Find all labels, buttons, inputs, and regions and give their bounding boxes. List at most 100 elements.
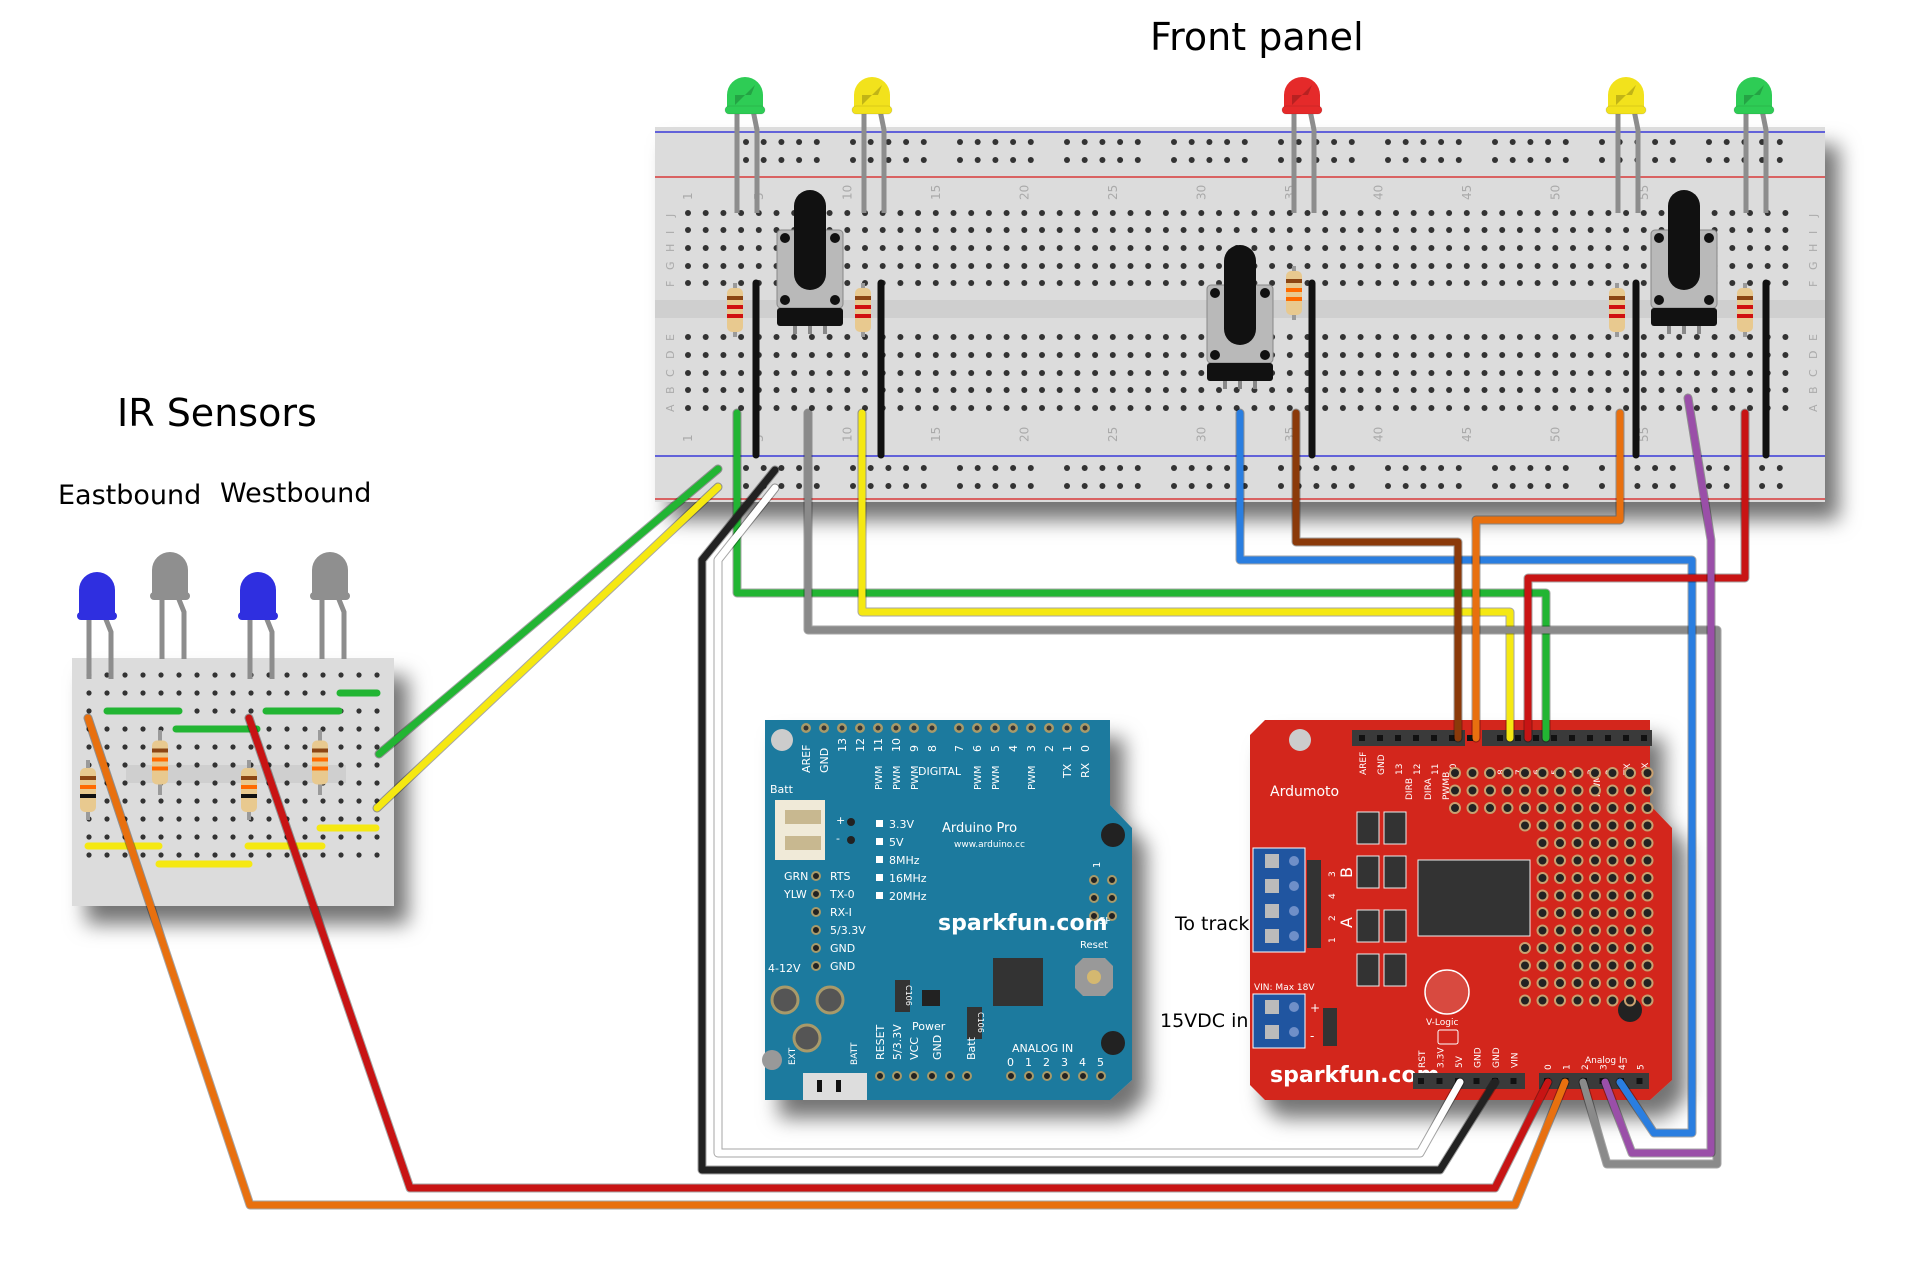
led-body [312,552,348,597]
ir-detector-west [310,552,350,659]
breadboard-hole [985,370,992,376]
breadboard-hole [1499,387,1506,393]
led-die [1744,85,1764,105]
ir-sensors-title: IR Sensors [117,391,317,435]
terminal-screw [1289,931,1299,941]
breadboard-hole [1516,352,1523,358]
ir-board-hole [338,798,344,804]
breadboard-hole [1747,245,1753,251]
proto-hole [1606,959,1619,972]
breadboard-hole [1127,387,1134,393]
breadboard-hole [738,334,745,340]
breadboard-hole [968,210,975,216]
breadboard-hole [720,387,727,393]
column-number: 45 [1460,185,1474,200]
pin-label-5: 5 [989,745,1002,752]
breadboard-hole [1570,280,1576,286]
breadboard-hole [1357,245,1364,251]
breadboard-hole [1729,227,1736,233]
rail-hole [1027,139,1034,145]
breadboard-hole [1039,210,1045,216]
resistor-body [1609,288,1625,332]
breadboard-hole [1127,405,1134,411]
terminal-screw [1289,1002,1299,1012]
terminal-screw [1289,881,1299,891]
rail-hole [1188,157,1195,163]
breadboard-hole [1003,334,1010,340]
power-pin [1510,1078,1517,1084]
breadboard-hole [844,405,851,411]
breadboard-hole [1269,405,1276,411]
arduino-url: www.arduino.cc [954,840,1025,850]
vin-label: VIN: Max 18V [1254,983,1315,993]
rail-hole [1241,139,1248,145]
proto-hole [1536,959,1549,972]
header-pin-hole [974,725,980,731]
analog-pin-label: 5 [1637,1064,1647,1070]
proto-hole [1466,767,1479,779]
ir-board-hole [140,816,146,822]
ir-board-hole [374,708,380,714]
breadboard-hole [738,370,745,376]
ir-board-hole [194,834,200,840]
header-pin-hole [839,725,845,731]
header-pin-hole [1010,725,1016,731]
rail-hole [1171,157,1177,163]
reset-button-cap [1087,970,1101,984]
header-pin [1515,735,1521,741]
power-switch [803,1073,867,1100]
breadboard-hole [1693,352,1700,358]
breadboard-hole [1322,370,1329,376]
breadboard-hole [1339,263,1346,269]
breadboard-hole [1605,280,1612,286]
wire-black-gnd [698,466,1499,1174]
breadboard-hole [932,280,939,286]
breadboard-hole [1676,352,1683,358]
rail-hole [1599,139,1605,145]
breadboard-hole [1623,210,1630,216]
breadboard-hole [1640,334,1647,340]
breadboard-hole [1534,352,1541,358]
switch-slot [836,1080,841,1092]
mount-hole [1618,998,1642,1022]
power-pin-label: 5V [1455,1055,1465,1068]
row-label: D [1807,351,1820,359]
ir-board-hole [104,834,110,840]
proto-hole [1536,994,1549,1007]
terminal-screw [1289,856,1299,866]
breadboard-hole [1180,387,1187,393]
rail-hole [850,465,856,471]
breadboard-hole [985,210,992,216]
ir-board-hole [302,672,308,678]
breadboard-hole [1393,280,1399,286]
ir-board-hole [374,780,380,786]
proto-hole [1571,872,1584,884]
driver-pad [1356,811,1380,845]
rail-hole [903,483,910,489]
ir-board-hole [356,708,362,714]
resistor-band [152,757,168,762]
header-pin [1641,735,1647,741]
breadboard-hole [1216,387,1222,393]
ir-board-hole [212,762,218,768]
proto-hole [1641,819,1654,832]
breadboard-hole [702,352,709,358]
breadboard-hole [1109,245,1116,251]
ir-board-hole [140,726,146,732]
breadboard-hole [1233,405,1240,411]
breadboard-hole [1782,334,1789,340]
breadboard-hole [1180,227,1187,233]
column-number: 10 [840,427,854,442]
breadboard-hole [1056,352,1063,358]
ir-board-hole [194,852,200,858]
resistor-band [1286,288,1302,292]
breadboard-hole [1428,280,1435,286]
rail-hole [885,139,892,145]
breadboard-hole [1145,405,1152,411]
breadboard-hole [1375,352,1382,358]
breadboard-hole [1534,245,1541,251]
led-body [854,77,890,110]
breadboard-hole [1747,352,1753,358]
breadboard-hole [1481,280,1488,286]
pwm-label: PWM [991,765,1002,790]
